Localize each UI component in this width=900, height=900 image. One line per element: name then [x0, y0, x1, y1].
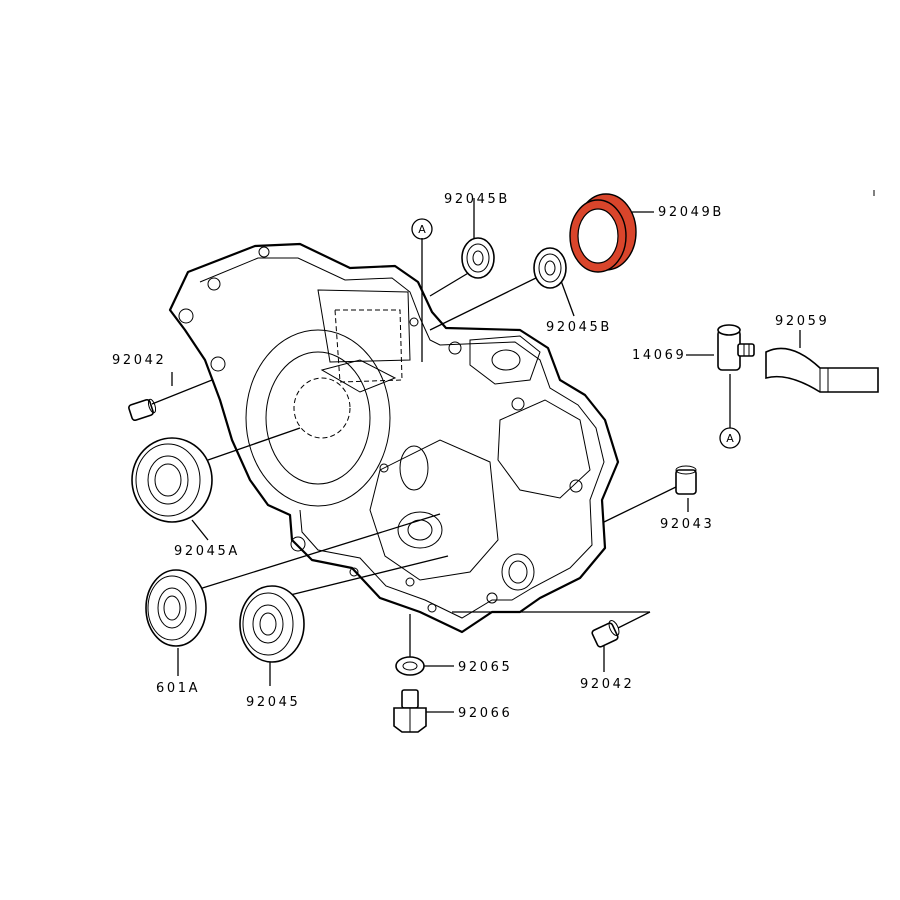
crankcase-inner-edge [199, 257, 605, 619]
right-boss-hole [491, 349, 521, 371]
lower-cavity [369, 439, 499, 581]
svg-text:A: A [726, 432, 734, 445]
label-92065: 92065 [458, 660, 512, 675]
bearing-92045B-mid[interactable] [533, 247, 567, 289]
label-92066: 92066 [458, 706, 512, 721]
label-92042-left: 92042 [112, 353, 166, 368]
part-labels: 92045B 92049B 92045B 92059 14069 92042 9… [112, 192, 829, 721]
lower-port [397, 511, 443, 549]
callout-a-top: A [411, 218, 433, 240]
label-92045A: 92045A [174, 544, 240, 559]
oil-seal-92049B[interactable] [569, 193, 637, 273]
hose-92059[interactable] [765, 347, 879, 393]
label-92045B-top: 92045B [444, 192, 510, 207]
crankcase [168, 242, 620, 634]
right-chamber [497, 399, 591, 499]
bearing-601A[interactable] [145, 569, 207, 647]
label-92042-right: 92042 [580, 677, 634, 692]
dowel-92042-left[interactable] [128, 398, 157, 422]
upper-boss-hidden [334, 309, 403, 383]
upper-boss [317, 289, 411, 363]
callout-a-right: A [719, 427, 741, 449]
main-bore-inner [265, 351, 371, 485]
bolt-holes [178, 246, 583, 613]
right-lower-hole [501, 553, 535, 591]
label-92045: 92045 [246, 695, 300, 710]
mid-port [399, 445, 429, 491]
main-bore-outer [245, 329, 391, 507]
label-14069: 14069 [632, 348, 686, 363]
right-boss [469, 335, 541, 385]
right-lower-hole-inner [508, 560, 528, 584]
plug-92066[interactable] [393, 689, 427, 733]
washer-92065[interactable] [395, 656, 425, 676]
bearing-seat-hidden [293, 377, 351, 439]
dowel-92043[interactable] [675, 465, 697, 495]
bearing-92045A[interactable] [131, 437, 213, 523]
label-92059: 92059 [775, 314, 829, 329]
bearing-92045[interactable] [239, 585, 305, 663]
svg-text:A: A [418, 223, 426, 236]
crankcase-outline [168, 242, 620, 634]
leader-lines [151, 198, 801, 713]
bearing-92045B-top[interactable] [461, 237, 495, 279]
fitting-14069[interactable] [717, 324, 755, 371]
dowel-92042-right[interactable] [591, 619, 621, 648]
label-92045B-mid: 92045B [546, 320, 612, 335]
web-plate [320, 359, 397, 393]
label-92043: 92043 [660, 517, 714, 532]
label-601A: 601A [156, 681, 200, 696]
label-92049B: 92049B [658, 205, 724, 220]
